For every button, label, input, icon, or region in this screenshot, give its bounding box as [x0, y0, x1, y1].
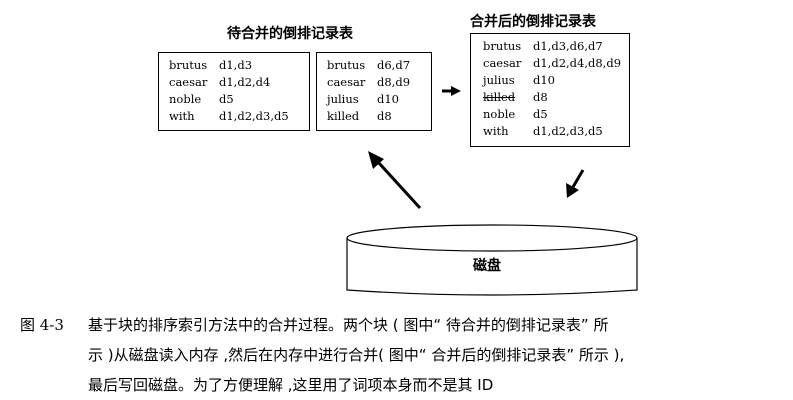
- postings: d1,d3: [219, 58, 253, 72]
- table-row: julius d10: [483, 72, 629, 89]
- table-row: brutus d1,d3,d6,d7: [483, 38, 629, 55]
- caption-line-1: 基于块的排序索引方法中的合并过程。两个块 ( 图中“ 待合并的倒排记录表” 所: [88, 316, 609, 334]
- postings: d10: [533, 73, 555, 87]
- postings: d1,d3,d6,d7: [533, 39, 603, 53]
- postings: d5: [533, 107, 548, 121]
- merged-postings-block: brutus d1,d3,d6,d7 caesar d1,d2,d4,d8,d9 j…: [470, 33, 630, 147]
- postings: d6,d7: [377, 58, 411, 72]
- merge-arrow: [442, 86, 461, 96]
- term: with: [483, 124, 509, 138]
- term: brutus: [483, 39, 522, 53]
- table-row: noble d5: [169, 91, 309, 108]
- postings-block-2: brutus d6,d7 caesar d8,d9 julius d10 killed…: [316, 52, 432, 131]
- table-row: with d1,d2,d3,d5: [483, 123, 629, 140]
- term: killed: [327, 109, 360, 123]
- term: caesar: [483, 56, 522, 70]
- write-to-disk-arrow: [566, 169, 585, 198]
- postings: d1,d2,d4,d8,d9: [533, 56, 622, 70]
- disk-icon: [346, 224, 638, 296]
- term: brutus: [327, 58, 366, 72]
- term: with: [169, 109, 195, 123]
- disk-label: 磁盘: [473, 258, 501, 274]
- diagram-graphics: [346, 86, 638, 296]
- table-row: brutus d1,d3: [169, 57, 309, 74]
- postings: d1,d2,d4: [219, 75, 271, 89]
- postings: d1,d2,d3,d5: [533, 124, 603, 138]
- postings: d10: [377, 92, 399, 106]
- table-row: caesar d1,d2,d4,d8,d9: [483, 55, 629, 72]
- postings-block-1: brutus d1,d3 caesar d1,d2,d4 noble d5 with d…: [158, 52, 310, 131]
- postings: d5: [219, 92, 234, 106]
- table-row: with d1,d2,d3,d5: [169, 108, 309, 125]
- unmerged-lists-title: 待合并的倒排记录表: [227, 26, 353, 42]
- term: julius: [327, 92, 359, 106]
- term: brutus: [169, 58, 208, 72]
- table-row: caesar d1,d2,d4: [169, 74, 309, 91]
- merged-lists-title: 合并后的倒排记录表: [470, 14, 596, 30]
- term: caesar: [169, 75, 208, 89]
- postings: d8,d9: [377, 75, 411, 89]
- term: noble: [169, 92, 202, 106]
- term: killed: [483, 90, 516, 104]
- figure-number: 图 4-3: [20, 316, 64, 334]
- table-row: killed d8: [483, 89, 629, 106]
- term: julius: [483, 73, 515, 87]
- term: noble: [483, 107, 516, 121]
- table-row: julius d10: [327, 91, 431, 108]
- table-row: caesar d8,d9: [327, 74, 431, 91]
- postings: d8: [533, 90, 548, 104]
- table-row: killed d8: [327, 108, 431, 125]
- table-row: noble d5: [483, 106, 629, 123]
- table-row: brutus d6,d7: [327, 57, 431, 74]
- caption-line-2: 示 )从磁盘读入内存 ,然后在内存中进行合并( 图中“ 合并后的倒排记录表” 所…: [88, 346, 625, 364]
- caption-line-3: 最后写回磁盘。为了方便理解 ,这里用了词项本身而不是其 ID: [88, 376, 494, 394]
- read-from-disk-arrow: [368, 151, 422, 210]
- term: caesar: [327, 75, 366, 89]
- postings: d8: [377, 109, 392, 123]
- postings: d1,d2,d3,d5: [219, 109, 289, 123]
